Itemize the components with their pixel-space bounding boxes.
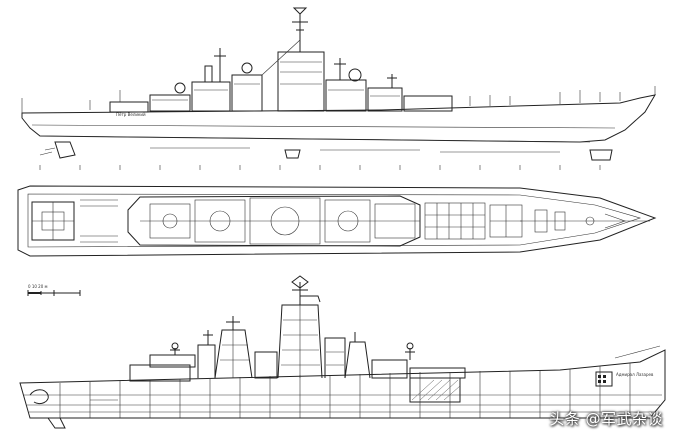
cutaway-stern-details <box>29 389 118 429</box>
side-propeller-area <box>39 141 613 161</box>
cutaway-hull-outline <box>19 349 666 419</box>
cutaway-decks <box>24 394 662 413</box>
side-profile-view: Пётр Великий <box>21 7 656 170</box>
side-deck-line <box>31 124 616 129</box>
scale-bar-label: 0 10 20 м <box>28 284 48 289</box>
side-superstructure <box>109 7 453 113</box>
bow-fittings <box>520 209 650 233</box>
side-name-plate: Пётр Великий <box>116 112 146 117</box>
scale-bar: 0 10 20 м <box>27 284 81 296</box>
plan-hull-outline <box>17 185 657 257</box>
missile-cell-grid <box>424 202 523 240</box>
cutaway-bow-section: Адмирал Лазарев <box>595 345 661 387</box>
watermark: 头条 @军武杂谈 <box>549 410 663 428</box>
side-station-ticks <box>39 147 601 170</box>
side-waterline <box>39 135 591 143</box>
stern-inscription: Адмирал Лазарев <box>616 372 654 377</box>
cutaway-profile-view: Адмирал Лазарев <box>19 275 666 429</box>
cutaway-bulkheads <box>59 363 631 418</box>
cutaway-superstructure <box>129 275 466 403</box>
side-deck-fittings <box>21 90 621 113</box>
cutaway-hatched-compartment <box>409 377 461 403</box>
plan-view <box>17 185 657 257</box>
plan-superstructure <box>127 195 421 247</box>
